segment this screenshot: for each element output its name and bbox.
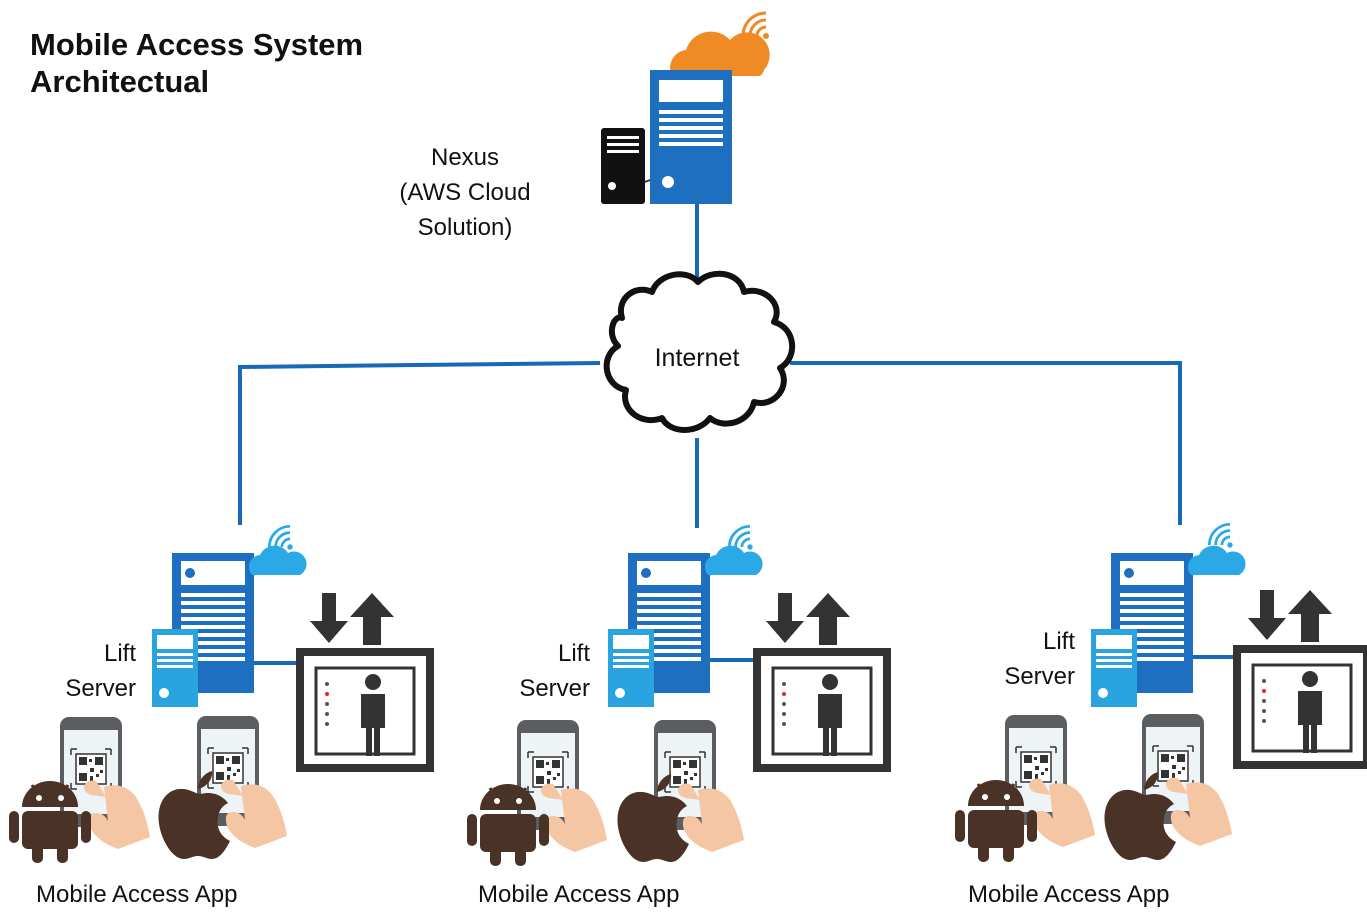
lift-server-label-1: Lift Server [40,636,136,706]
mobile-app-label-2: Mobile Access App [478,881,680,908]
internet-cloud: Internet [603,270,796,433]
lift-server-label-line-1: Lift [1042,628,1075,655]
cloud-icon [603,270,796,433]
lift-server-icon [1091,545,1246,707]
diagram-title: Mobile Access System Architectual [30,26,363,100]
elevator-icon [1237,649,1367,765]
lift-server-icon [608,545,763,707]
elevator-icon [300,652,430,768]
desktop-tower-icon [601,128,645,204]
arrows-icon [766,593,850,645]
nexus-server-group [601,11,771,204]
nexus-label-line-2: (AWS Cloud [399,179,531,206]
lift-server-label-line-1: Lift [103,640,136,667]
title-line-2: Architectual [30,64,210,99]
wifi-icon [1207,522,1235,550]
lift-server-label-line-2: Server [1004,663,1075,690]
lift-server-label-line-2: Server [519,675,590,702]
title-line-1: Mobile Access System [30,27,364,62]
nexus-label-line-1: Nexus [430,144,500,171]
network-links [238,200,1237,665]
arrows-icon [1248,590,1332,642]
lift-server-label-3: Lift Server [979,624,1075,694]
mobile-app-label-1: Mobile Access App [36,881,238,908]
elevator-icon [757,652,887,768]
link-internet-site-3 [790,361,1182,525]
nexus-label: Nexus (AWS Cloud Solution) [380,140,550,245]
lift-server-label-line-1: Lift [557,640,590,667]
link-internet-site-1 [238,361,601,525]
mobile-app-label-3: Mobile Access App [968,881,1170,908]
cloud-icon [670,31,770,76]
nexus-label-line-3: Solution) [417,214,513,241]
lift-server-icon [152,545,307,707]
internet-label: Internet [655,344,740,372]
lift-server-label-line-2: Server [65,675,136,702]
arrows-icon [310,593,394,645]
lift-server-label-2: Lift Server [494,636,590,706]
